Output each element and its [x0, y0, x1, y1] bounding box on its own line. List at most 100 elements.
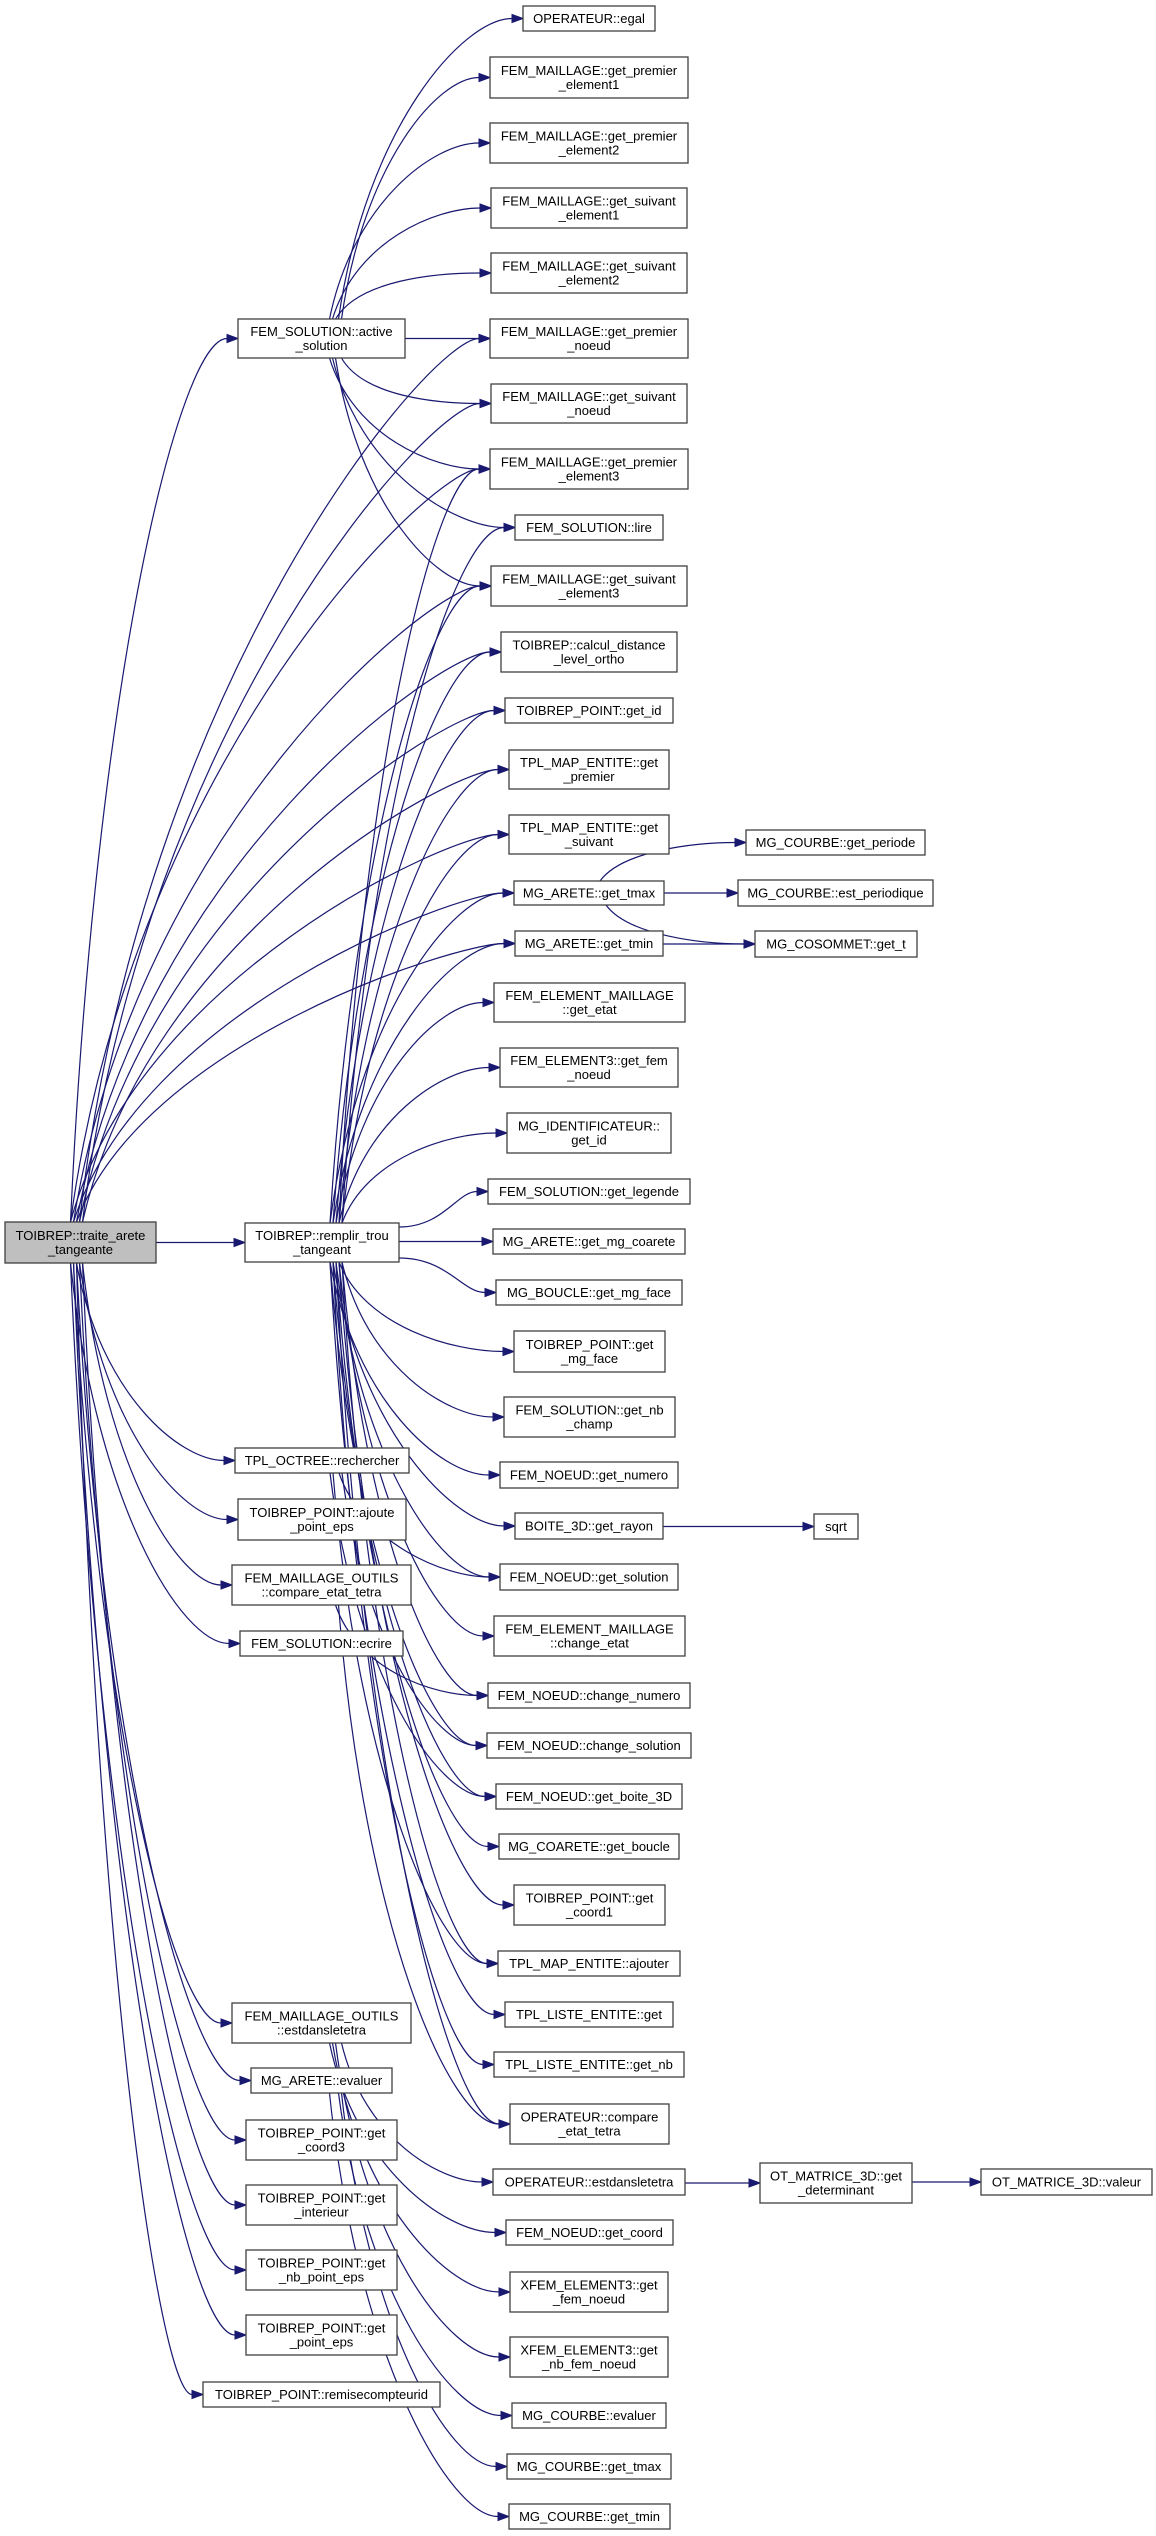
node-label: FEM_MAILLAGE::get_premier	[501, 129, 678, 144]
node-rechercher[interactable]: TPL_OCTREE::rechercher	[234, 1447, 410, 1474]
node-label: FEM_ELEMENT_MAILLAGE	[505, 988, 674, 1003]
node-egal[interactable]: OPERATEUR::egal	[522, 5, 656, 32]
node-label: FEM_NOEUD::get_numero	[510, 1468, 668, 1483]
node-boite3d[interactable]: FEM_NOEUD::get_boite_3D	[495, 1783, 683, 1810]
node-point-eps[interactable]: TOIBREP_POINT::get_point_eps	[245, 2314, 398, 2356]
node-label: ::get_etat	[562, 1002, 617, 1017]
node-tmax[interactable]: MG_ARETE::get_tmax	[513, 880, 665, 906]
node-courbe-tmax[interactable]: MG_COURBE::get_tmax	[506, 2453, 672, 2480]
node-get-solution[interactable]: FEM_NOEUD::get_solution	[499, 1563, 679, 1591]
node-nb-champ[interactable]: FEM_SOLUTION::get_nb_champ	[503, 1396, 676, 1438]
node-tmin[interactable]: MG_ARETE::get_tmin	[514, 930, 664, 957]
node-get-boucle[interactable]: MG_COARETE::get_boucle	[498, 1833, 680, 1860]
node-label: OT_MATRICE_3D::valeur	[992, 2175, 1142, 2190]
edge-rechercher-to-boite3d	[329, 1472, 498, 1802]
node-pe2[interactable]: FEM_MAILLAGE::get_premier_element2	[489, 122, 689, 164]
node-legende[interactable]: FEM_SOLUTION::get_legende	[487, 1178, 691, 1205]
node-ajoute[interactable]: TOIBREP_POINT::ajoute_point_eps	[237, 1498, 407, 1541]
node-arete-evaluer[interactable]: MG_ARETE::evaluer	[250, 2067, 393, 2094]
node-liste-nb[interactable]: TPL_LISTE_ENTITE::get_nb	[493, 2051, 685, 2078]
node-sqrt[interactable]: sqrt	[813, 1513, 859, 1540]
arrowhead-icon	[969, 2177, 983, 2187]
node-traite[interactable]: TOIBREP::traite_arete_tangeante	[4, 1221, 157, 1264]
node-box	[745, 829, 926, 856]
node-fmo-compare[interactable]: FEM_MAILLAGE_OUTILS::compare_etat_tetra	[231, 1564, 412, 1606]
node-tp-get-id[interactable]: TOIBREP_POINT::get_id	[504, 697, 674, 724]
node-box	[231, 2002, 412, 2044]
node-map-suivant[interactable]: TPL_MAP_ENTITE::get_suivant	[508, 814, 670, 855]
node-xfem-noeud[interactable]: XFEM_ELEMENT3::get_fem_noeud	[509, 2271, 669, 2313]
node-rayon[interactable]: BOITE_3D::get_rayon	[514, 1512, 664, 1540]
node-valeur[interactable]: OT_MATRICE_3D::valeur	[980, 2168, 1153, 2196]
node-get-etat[interactable]: FEM_ELEMENT_MAILLAGE::get_etat	[493, 982, 686, 1023]
edge-active-to-se2	[334, 268, 493, 320]
node-label: get_id	[571, 1133, 606, 1148]
node-op-compare[interactable]: OPERATEUR::compare_etat_tetra	[509, 2103, 670, 2145]
node-sn[interactable]: FEM_MAILLAGE::get_suivant_noeud	[490, 383, 688, 424]
node-ecrire[interactable]: FEM_SOLUTION::ecrire	[239, 1630, 404, 1657]
node-box	[237, 1498, 407, 1541]
node-coord1[interactable]: TOIBREP_POINT::get_coord1	[513, 1884, 666, 1926]
node-pn[interactable]: FEM_MAILLAGE::get_premier_noeud	[489, 318, 689, 359]
node-label: _noeud	[566, 403, 610, 418]
edge-line	[75, 1262, 193, 2396]
node-label: MG_BOUCLE::get_mg_face	[507, 1285, 671, 1300]
node-se1[interactable]: FEM_MAILLAGE::get_suivant_element1	[490, 187, 688, 229]
edge-traite-to-sn	[81, 398, 493, 1223]
node-pe3[interactable]: FEM_MAILLAGE::get_premier_element3	[489, 448, 689, 490]
node-courbe-evaluer[interactable]: MG_COURBE::evaluer	[511, 2402, 667, 2429]
node-se2[interactable]: FEM_MAILLAGE::get_suivant_element2	[490, 252, 688, 294]
node-map-premier[interactable]: TPL_MAP_ENTITE::get_premier	[508, 749, 670, 790]
node-lire[interactable]: FEM_SOLUTION::lire	[514, 514, 664, 541]
arrowhead-icon	[498, 2119, 512, 2129]
arrowhead-icon	[493, 2009, 507, 2020]
node-remplir[interactable]: TOIBREP::remplir_trou_tangeant	[244, 1222, 400, 1263]
arrowhead-icon	[748, 2178, 762, 2188]
node-label: TOIBREP_POINT::ajoute	[250, 1505, 395, 1520]
arrowhead-icon	[497, 764, 511, 775]
arrowhead-icon	[478, 138, 492, 148]
node-box	[489, 448, 689, 490]
node-label: TOIBREP_POINT::get	[258, 2256, 386, 2271]
node-active[interactable]: FEM_SOLUTION::active_solution	[237, 318, 406, 359]
node-est-periodique[interactable]: MG_COURBE::est_periodique	[737, 879, 934, 907]
arrowhead-icon	[479, 581, 493, 591]
node-label: sqrt	[825, 1519, 847, 1534]
node-box	[499, 1461, 679, 1489]
arrowhead-icon	[476, 1186, 490, 1197]
node-label: TOIBREP_POINT::get	[258, 2321, 386, 2336]
node-numero[interactable]: FEM_NOEUD::get_numero	[499, 1461, 679, 1489]
node-interieur[interactable]: TOIBREP_POINT::get_interieur	[245, 2184, 398, 2226]
node-ajouter[interactable]: TPL_MAP_ENTITE::ajouter	[497, 1950, 681, 1977]
node-get-coord[interactable]: FEM_NOEUD::get_coord	[505, 2219, 674, 2246]
node-get-t[interactable]: MG_COSOMMET::get_t	[754, 930, 918, 958]
node-coarete[interactable]: MG_ARETE::get_mg_coarete	[492, 1228, 686, 1255]
node-op-estdans[interactable]: OPERATEUR::estdansletetra	[492, 2168, 686, 2196]
node-label: FEM_SOLUTION::get_nb	[515, 1403, 663, 1418]
node-change-etat[interactable]: FEM_ELEMENT_MAILLAGE::change_etat	[493, 1615, 686, 1657]
node-nb-point-eps[interactable]: TOIBREP_POINT::get_nb_point_eps	[245, 2249, 398, 2291]
node-courbe-tmin[interactable]: MG_COURBE::get_tmin	[508, 2503, 671, 2530]
node-tp-face[interactable]: TOIBREP_POINT::get_mg_face	[513, 1330, 666, 1373]
node-change-solution[interactable]: FEM_NOEUD::change_solution	[486, 1732, 692, 1759]
node-boucle-face[interactable]: MG_BOUCLE::get_mg_face	[495, 1279, 683, 1306]
node-se3[interactable]: FEM_MAILLAGE::get_suivant_element3	[490, 565, 688, 607]
node-ident[interactable]: MG_IDENTIFICATEUR::get_id	[506, 1112, 672, 1154]
node-box	[980, 2168, 1153, 2196]
node-xfem-nb[interactable]: XFEM_ELEMENT3::get_nb_fem_noeud	[509, 2336, 669, 2378]
edge-line	[72, 585, 481, 1223]
node-change-numero[interactable]: FEM_NOEUD::change_numero	[487, 1682, 691, 1709]
node-coord3[interactable]: TOIBREP_POINT::get_coord3	[245, 2119, 398, 2161]
node-fmo-estdans[interactable]: FEM_MAILLAGE_OUTILS::estdansletetra	[231, 2002, 412, 2044]
edge-line	[335, 709, 495, 1224]
node-fem-noeud[interactable]: FEM_ELEMENT3::get_fem_noeud	[499, 1047, 679, 1088]
arrowhead-icon	[503, 1521, 517, 1531]
node-pe1[interactable]: FEM_MAILLAGE::get_premier_element1	[489, 56, 689, 99]
node-label: OT_MATRICE_3D::get	[770, 2169, 902, 2184]
node-box	[489, 122, 689, 164]
node-determinant[interactable]: OT_MATRICE_3D::get_determinant	[759, 2162, 913, 2204]
node-remise[interactable]: TOIBREP_POINT::remisecompteurid	[202, 2381, 441, 2408]
node-calcul[interactable]: TOIBREP::calcul_distance_level_ortho	[500, 631, 678, 673]
node-liste-get[interactable]: TPL_LISTE_ENTITE::get	[504, 2001, 674, 2028]
node-periode[interactable]: MG_COURBE::get_periode	[745, 829, 926, 856]
